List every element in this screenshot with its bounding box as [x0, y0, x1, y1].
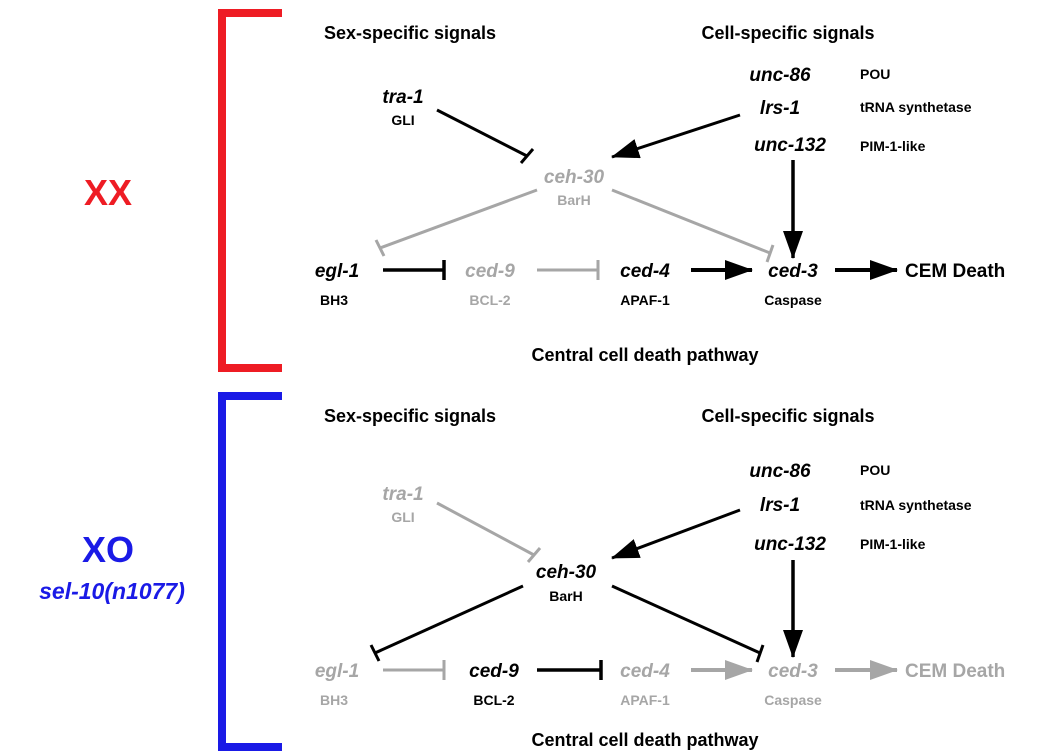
sex-signals-header: Sex-specific signals [324, 406, 496, 426]
gene-lrs-1: lrs-1 [760, 495, 800, 516]
gene-ced-9: ced-9 [469, 661, 519, 682]
cem-death-label: CEM Death [905, 261, 1005, 282]
protein-bh3: BH3 [320, 692, 348, 708]
protein-apaf-1: APAF-1 [620, 292, 670, 308]
xo-bracket [218, 392, 282, 751]
xx-bracket [218, 9, 282, 372]
gene-ced-9: ced-9 [465, 261, 515, 282]
annotation-pou: POU [860, 66, 890, 82]
edge-ceh30-inhibits-egl1 [379, 188, 538, 250]
gene-egl-1: egl-1 [315, 261, 359, 282]
panel-xo: XO sel-10(n1077) Sex-specific signals Ce… [39, 392, 1005, 751]
gene-ceh-30: ceh-30 [544, 167, 605, 188]
edge-tra1-inhibits-ceh30 [436, 108, 528, 158]
panel-xx: XX Sex-specific signals Cell-specific si… [84, 9, 1005, 372]
protein-bcl-2: BCL-2 [473, 692, 514, 708]
sex-label-xx: XX [84, 172, 132, 213]
edge-lrs1-activates-ceh30 [611, 113, 741, 159]
cell-signals-header: Cell-specific signals [701, 406, 874, 426]
gene-ced-4: ced-4 [620, 661, 670, 682]
edge-ceh30-inhibits-ced3 [611, 584, 761, 655]
gene-lrs-1: lrs-1 [760, 98, 800, 119]
annotation-pou: POU [860, 462, 890, 478]
sex-label-xo: XO [82, 529, 134, 570]
gene-tra-1: tra-1 [382, 484, 423, 505]
annotation-trna-synthetase: tRNA synthetase [860, 497, 972, 513]
pathway-label: Central cell death pathway [531, 345, 758, 365]
protein-gli: GLI [391, 112, 414, 128]
edge-ceh30-inhibits-egl1-bar [374, 239, 386, 257]
annotation-pim1-like: PIM-1-like [860, 138, 926, 154]
edge-ceh30-inhibits-egl1 [374, 584, 524, 655]
annotation-pim1-like: PIM-1-like [860, 536, 926, 552]
edge-tra1-inhibits-ceh30-bar [526, 547, 542, 563]
gene-unc-132: unc-132 [754, 534, 826, 555]
gene-unc-86: unc-86 [749, 461, 811, 482]
annotation-trna-synthetase: tRNA synthetase [860, 99, 972, 115]
gene-egl-1: egl-1 [315, 661, 359, 682]
edge-lrs1-activates-ceh30 [611, 508, 741, 560]
gene-ceh-30: ceh-30 [536, 562, 597, 583]
gene-ced-3: ced-3 [768, 261, 818, 282]
protein-bcl-2: BCL-2 [469, 292, 510, 308]
gene-ced-4: ced-4 [620, 261, 670, 282]
edge-ceh30-inhibits-ced3-bar [755, 644, 765, 663]
edge-ceh30-inhibits-ced3-bar [765, 244, 775, 263]
protein-apaf-1: APAF-1 [620, 692, 670, 708]
gene-tra-1: tra-1 [382, 87, 423, 108]
pathway-label: Central cell death pathway [531, 730, 758, 750]
edge-ceh30-inhibits-ced3 [611, 188, 771, 255]
edge-tra1-inhibits-ceh30 [436, 501, 535, 557]
protein-barh: BarH [557, 192, 590, 208]
cem-death-label: CEM Death [905, 661, 1005, 682]
edge-ceh30-inhibits-egl1-bar [369, 644, 381, 662]
protein-bh3: BH3 [320, 292, 348, 308]
edge-tra1-inhibits-ceh30-bar [519, 148, 535, 164]
protein-caspase: Caspase [764, 292, 822, 308]
protein-barh: BarH [549, 588, 582, 604]
gene-unc-132: unc-132 [754, 135, 826, 156]
gene-ced-3: ced-3 [768, 661, 818, 682]
sex-signals-header: Sex-specific signals [324, 23, 496, 43]
cell-signals-header: Cell-specific signals [701, 23, 874, 43]
strain-label: sel-10(n1077) [39, 578, 185, 604]
gene-unc-86: unc-86 [749, 65, 811, 86]
protein-gli: GLI [391, 509, 414, 525]
protein-caspase: Caspase [764, 692, 822, 708]
